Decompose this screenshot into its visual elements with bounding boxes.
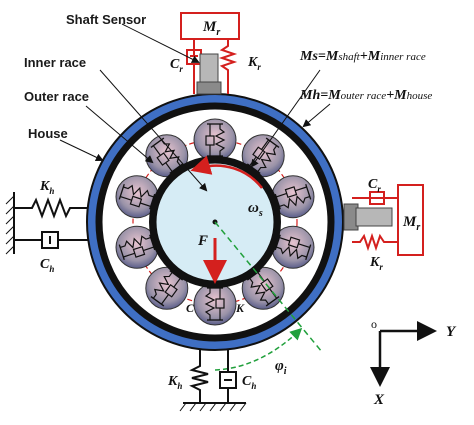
c-h-left-label: Ch (40, 257, 54, 274)
sensor-mass-top (180, 12, 240, 40)
ball-contact-spring-damper (118, 183, 156, 210)
phi-symbol: φi (275, 358, 287, 377)
rolling-ball (145, 266, 189, 310)
k-r-top-label: Kr (247, 55, 261, 72)
inner-race-label: Inner race (24, 55, 86, 70)
ms-equation: Ms=Mshaft+Minner race (299, 49, 426, 64)
c-h-bottom-label: Ch (242, 374, 256, 391)
omega-symbol: ωs (248, 200, 263, 219)
ball-contact-spring-damper (274, 183, 312, 210)
angle-arc (214, 327, 303, 371)
ball-contact-spring-damper (274, 234, 312, 261)
house-label: House (28, 126, 68, 141)
contact-c-label: C (186, 301, 195, 315)
x-axis-label: X (373, 392, 385, 408)
svg-text:Mr: Mr (402, 214, 420, 233)
rolling-elements (115, 118, 315, 326)
sensor-mass-right (397, 184, 424, 256)
rolling-ball (193, 118, 237, 162)
k-r-right-label: Kr (369, 255, 383, 272)
shaft-sensor (199, 53, 219, 85)
k-h-left-label: Kh (39, 179, 54, 196)
rotation-arrow (190, 155, 263, 189)
ball-contact-spring-damper (246, 137, 280, 174)
origin-label: o (371, 317, 377, 331)
mh-equation: Mh=Mouter race+Mhouse (299, 88, 432, 103)
ball-contact-spring-damper (118, 234, 156, 261)
outer-race-label: Outer race (24, 89, 89, 104)
force-label: F (197, 233, 208, 249)
c-r-right-label: Cr (368, 177, 381, 194)
c-r-top-label: Cr (170, 57, 183, 74)
svg-text:Mr: Mr (202, 19, 220, 38)
contact-k-label: K (235, 301, 245, 315)
shaft-sensor-label: Shaft Sensor (66, 12, 146, 27)
contact-angle-line (214, 221, 323, 353)
k-h-bottom-label: Kh (167, 374, 182, 391)
rolling-ball (193, 282, 237, 326)
y-axis-label: Y (446, 324, 457, 340)
rolling-ball (241, 266, 285, 310)
outer-race-ring (95, 102, 335, 342)
